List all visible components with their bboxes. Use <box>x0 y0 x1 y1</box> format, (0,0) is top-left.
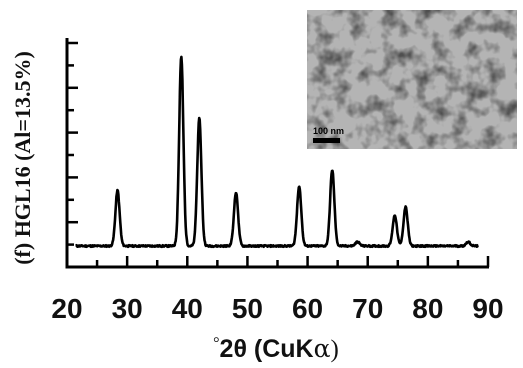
x-axis-ticks <box>65 256 490 267</box>
x-tick-label: 30 <box>112 293 143 324</box>
degree-symbol: ° <box>213 335 219 352</box>
x-tick-label: 90 <box>472 293 503 324</box>
xrd-pattern-line <box>75 55 480 249</box>
x-tick-label: 70 <box>352 293 383 324</box>
x-tick-label: 80 <box>412 293 443 324</box>
x-tick-label: 60 <box>292 293 323 324</box>
x-tick-label: 50 <box>232 293 263 324</box>
x-axis-label-suffix: ) <box>331 336 339 363</box>
x-axis-label-alpha: α <box>314 334 331 363</box>
x-axis-label: °2θ (CuKα) <box>213 334 339 363</box>
y-axis-label: (f) HGL16 (Al=13.5%) <box>10 51 35 265</box>
x-tick-label: 40 <box>172 293 203 324</box>
x-axis-tick-labels: 20 30 40 50 60 70 80 90 <box>51 293 503 324</box>
inset-particles <box>307 10 517 149</box>
x-axis-label-main: 2θ (CuK <box>220 335 314 363</box>
x-tick-label: 20 <box>51 293 82 324</box>
tem-micrograph-inset: 100 nm <box>307 10 517 149</box>
scale-bar <box>313 138 340 143</box>
y-axis-ticks <box>67 41 78 246</box>
scale-bar-label: 100 nm <box>313 126 344 136</box>
